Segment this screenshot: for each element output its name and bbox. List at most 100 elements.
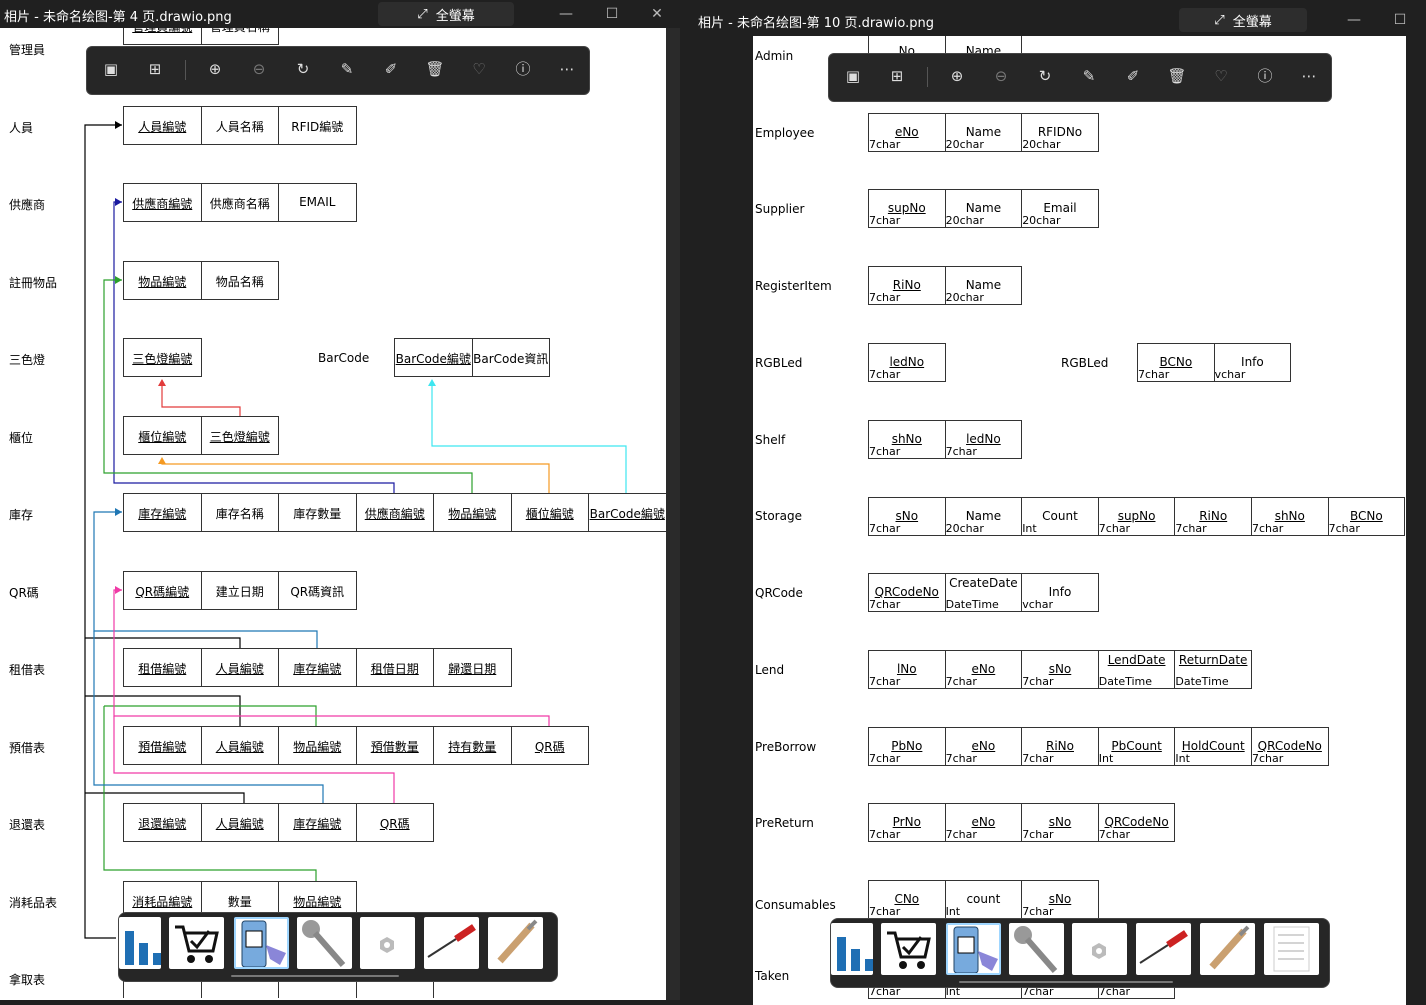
edit-image-icon[interactable]: ✎ (340, 60, 354, 78)
bar-chart-thumb[interactable] (831, 923, 873, 975)
cell-type: 7char (1138, 368, 1170, 381)
bar-chart-icon (125, 931, 161, 965)
cell-text: 數量 (227, 895, 252, 909)
rgbled-barcode-label: RGBLed (1061, 356, 1109, 370)
cell-name: sNo (1048, 815, 1072, 829)
filmstrip-scrollbar[interactable] (231, 975, 399, 977)
left-window-title: 相片 - 未命名绘图-第 4 页.drawio.png (4, 10, 232, 25)
info-icon[interactable]: ⓘ (515, 60, 531, 78)
minimize-button[interactable]: — (559, 6, 573, 22)
draw-icon[interactable]: ✐ (1126, 67, 1140, 85)
cell-text: 人員編號 (215, 662, 264, 676)
cell-text: 庫存編號 (293, 662, 342, 676)
cell-text: 物品名稱 (215, 275, 264, 289)
zoom-out-icon[interactable]: ⊖ (252, 60, 266, 78)
left-title-bar: 相片 - 未命名绘图-第 4 页.drawio.png ⤢全螢幕 — ☐ ✕ (0, 0, 680, 28)
more-icon[interactable]: ⋯ (1301, 67, 1317, 85)
cart-thumb[interactable] (881, 923, 936, 975)
file-icon (1209, 925, 1250, 970)
barcode-fk-arrow (431, 380, 627, 493)
cell-text: 三色燈編號 (209, 430, 270, 444)
right-photo-window: 相片 - 未命名绘图-第 10 页.drawio.png ⤢全螢幕 — ☐ Ad… (690, 0, 1426, 1005)
cell-text: 櫃位編號 (138, 430, 187, 444)
row-label: 退還表 (9, 818, 46, 832)
info-icon[interactable]: ⓘ (1257, 67, 1273, 85)
cell-type: DateTime (1098, 675, 1153, 688)
phone-scanner-thumb[interactable] (946, 923, 1001, 975)
file-thumb[interactable] (488, 917, 543, 969)
delete-icon[interactable]: 🗑 (1167, 67, 1187, 85)
cart-thumb[interactable] (169, 917, 224, 969)
arrow-head (428, 379, 436, 386)
cell-type: Int (945, 985, 961, 998)
left-image-canvas: 管理員人員供應商註冊物品三色燈櫃位庫存QR碼租借表預借表退還表消耗品表拿取表管理… (6, 28, 666, 998)
cell-type: 7char (945, 675, 977, 688)
favorite-icon[interactable]: ♡ (1214, 67, 1228, 85)
rotate-icon[interactable]: ↻ (1038, 67, 1052, 85)
return-person-link (85, 792, 245, 803)
expand-icon: ⤢ (417, 6, 428, 22)
cart-icon (887, 931, 931, 969)
screw-thumb[interactable] (1009, 923, 1064, 975)
collection-icon[interactable]: ⊞ (890, 67, 904, 85)
table-cell: BarCode編號 (588, 493, 666, 532)
table-cell: 庫存數量 (278, 493, 357, 532)
row-label: Admin (755, 49, 794, 63)
nut-thumb[interactable] (1072, 923, 1127, 975)
cell-text: 人員編號 (215, 740, 264, 754)
collection-icon[interactable]: ⊞ (148, 60, 162, 78)
table-cell: 歸還日期 (433, 648, 512, 687)
rotate-icon[interactable]: ↻ (296, 60, 310, 78)
phone-scanner-thumb[interactable] (234, 917, 289, 969)
bar-chart-thumb[interactable] (119, 917, 161, 969)
close-button[interactable]: ✕ (651, 6, 663, 22)
image-icon[interactable]: ▣ (845, 67, 861, 85)
maximize-button[interactable]: ☐ (1393, 12, 1407, 28)
cell-type: vchar (1022, 598, 1053, 611)
nut-thumb[interactable] (360, 917, 415, 969)
zoom-in-icon[interactable]: ⊕ (208, 60, 222, 78)
left-fullscreen-button[interactable]: ⤢全螢幕 (378, 2, 514, 26)
screwdriver-thumb[interactable] (424, 917, 479, 969)
cell-text: BarCode資訊 (473, 352, 549, 366)
screw-thumb[interactable] (297, 917, 352, 969)
screwdriver-thumb[interactable] (1136, 923, 1191, 975)
row-label: 拿取表 (9, 973, 46, 987)
zoom-out-icon[interactable]: ⊖ (994, 67, 1008, 85)
cell-name: QRCodeNo (1104, 815, 1169, 829)
cell-name: RiNo (1199, 509, 1228, 523)
maximize-button[interactable]: ☐ (605, 6, 619, 22)
cell-name: supNo (887, 201, 926, 215)
cell-name: LendDate (1107, 653, 1166, 667)
image-icon[interactable]: ▣ (103, 60, 119, 78)
draw-icon[interactable]: ✐ (384, 60, 398, 78)
minimize-button[interactable]: — (1347, 12, 1361, 28)
right-fullscreen-button[interactable]: ⤢全螢幕 (1179, 8, 1307, 32)
table-cell: 建立日期 (200, 571, 279, 610)
cell-text: 庫存編號 (293, 817, 342, 831)
table-cell: 三色燈編號 (123, 338, 202, 377)
more-icon[interactable]: ⋯ (559, 60, 575, 78)
favorite-icon[interactable]: ♡ (472, 60, 486, 78)
delete-icon[interactable]: 🗑 (425, 60, 445, 78)
cell-type: 20char (945, 214, 984, 227)
row-label: 租借表 (9, 663, 46, 677)
cell-text: RFID編號 (291, 120, 344, 134)
edit-image-icon[interactable]: ✎ (1082, 67, 1096, 85)
document-thumb[interactable] (1264, 923, 1319, 975)
row-label: Lend (755, 663, 785, 677)
file-thumb[interactable] (1200, 923, 1255, 975)
filmstrip-scrollbar[interactable] (959, 981, 1173, 983)
cell-text: 人員編號 (138, 120, 187, 134)
table-cell: 三色燈編號 (200, 416, 279, 455)
row-label: 櫃位 (9, 431, 34, 445)
zoom-in-icon[interactable]: ⊕ (950, 67, 964, 85)
